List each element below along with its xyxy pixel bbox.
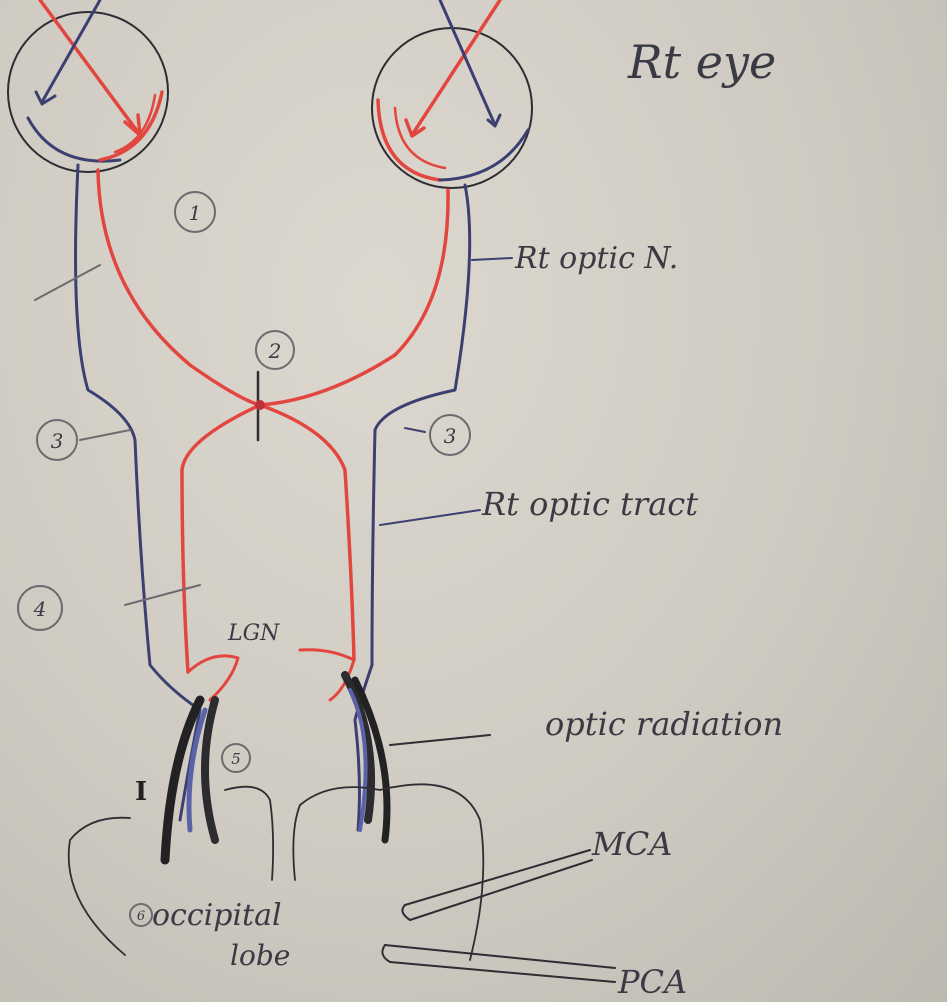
right-eye: [372, 28, 532, 188]
temporal-fibers: [76, 165, 470, 830]
occipital-lobe-label-line2: lobe: [230, 939, 290, 972]
nasal-fibers: [98, 170, 448, 672]
lesion-number-6: 6: [137, 909, 145, 924]
chiasm-dot: [255, 400, 265, 410]
lesion-markers: 1 2 3 3 4 5 6: [18, 192, 470, 926]
pca-artery: [382, 945, 615, 982]
light-rays: [36, 0, 500, 136]
lesion-number-1: 1: [189, 201, 202, 225]
optic-nerve-label: Rt optic N.: [514, 241, 678, 276]
optic-radiation: [165, 675, 387, 860]
optic-radiation-label: optic radiation: [545, 705, 783, 743]
occipital-lobe-outline: [69, 784, 484, 960]
lesion-number-3-left: 3: [51, 429, 64, 453]
pca-label: PCA: [617, 963, 687, 1001]
left-eye: [8, 12, 168, 172]
eye-label: Rt eye: [627, 35, 776, 89]
occipital-lobe-label-line1: occipital: [152, 898, 282, 933]
roman-numeral-label: I: [135, 777, 147, 807]
lesion-number-2: 2: [268, 339, 282, 363]
mca-artery: [402, 850, 592, 920]
lesion-number-3-right: 3: [444, 424, 457, 448]
optic-tract-label: Rt optic tract: [481, 485, 698, 523]
mca-label: MCA: [591, 825, 672, 863]
lgn-label: LGN: [227, 621, 280, 646]
lesion-number-4: 4: [33, 597, 47, 621]
text-labels: Rt eye Rt optic N. Rt optic tract LGN op…: [135, 35, 783, 1001]
lgn-bodies: [188, 650, 354, 700]
lesion-number-5: 5: [231, 750, 241, 768]
